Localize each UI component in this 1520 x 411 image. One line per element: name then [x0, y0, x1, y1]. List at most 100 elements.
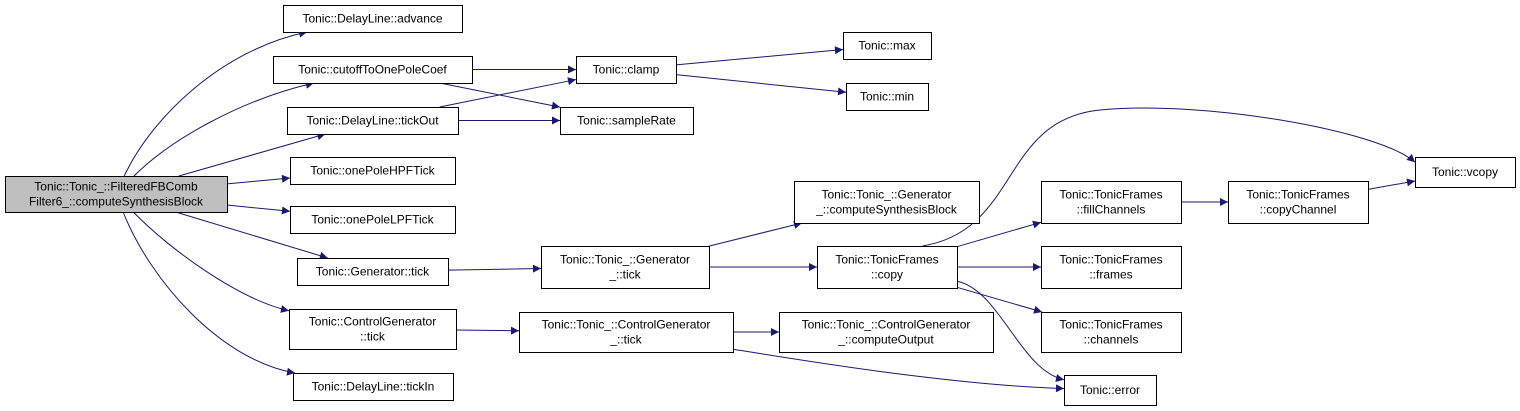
node-label: _::tick	[609, 333, 642, 347]
node-box	[1041, 246, 1182, 289]
node-box	[273, 56, 473, 84]
node-label: Tonic::ControlGenerator	[309, 315, 436, 329]
edge-tf_copy-to-error	[956, 280, 1065, 382]
node-root[interactable]: Tonic::Tonic_::FilteredFBCombFilter6_::c…	[5, 176, 228, 213]
node-tf_fill[interactable]: Tonic::TonicFrames::fillChannels	[1041, 181, 1182, 224]
node-cutoff[interactable]: Tonic::cutoffToOnePoleCoef	[273, 56, 473, 84]
node-label: Tonic::error	[1080, 383, 1140, 397]
node-box	[1415, 157, 1516, 188]
node-label: Tonic::min	[860, 90, 914, 104]
edge-clamp-to-min	[675, 74, 847, 96]
node-label: Tonic::onePoleHPFTick	[310, 164, 435, 178]
node-box	[289, 309, 457, 350]
node-label: ::copyChannel	[1260, 203, 1337, 217]
edge-root-to-dl_advance	[123, 29, 308, 177]
edge-gen_tick-to-gen__tick	[447, 264, 542, 273]
node-label: Tonic::onePoleLPFTick	[311, 213, 434, 227]
edge-cg_tick-to-cg__tick	[455, 326, 520, 335]
node-box	[5, 176, 228, 213]
edge-clamp-to-max	[675, 46, 844, 66]
node-box	[779, 312, 994, 353]
node-samplerate[interactable]: Tonic::sampleRate	[560, 107, 694, 135]
node-label: Tonic::Tonic_::Generator	[821, 188, 951, 202]
node-box	[290, 206, 456, 234]
edge-root-to-hpf	[226, 174, 291, 185]
node-box	[794, 181, 980, 224]
node-label: _::computeOutput	[837, 333, 934, 347]
node-label: _::tick	[608, 268, 641, 282]
edge-root-to-dl_tickout	[178, 132, 326, 177]
node-hpf[interactable]: Tonic::onePoleHPFTick	[290, 157, 456, 185]
node-box	[817, 246, 958, 289]
node-label: Tonic::Tonic_::FilteredFBComb	[34, 180, 198, 194]
node-label: ::tick	[360, 330, 386, 344]
edge-tf_copy-to-tf_channels	[956, 286, 1043, 314]
node-label: Tonic::TonicFrames	[1059, 253, 1162, 267]
node-label: Tonic::DelayLine::advance	[302, 12, 442, 26]
node-tf_frames[interactable]: Tonic::TonicFrames::frames	[1041, 246, 1182, 289]
node-label: ::channels	[1084, 333, 1139, 347]
node-gen__tick[interactable]: Tonic::Tonic_::Generator_::tick	[541, 246, 710, 289]
nodes-layer: Tonic::Tonic_::FilteredFBCombFilter6_::c…	[5, 5, 1516, 406]
node-label: Filter6_::computeSynthesisBlock	[29, 195, 204, 209]
node-lpf[interactable]: Tonic::onePoleLPFTick	[290, 206, 456, 234]
node-label: _::computeSynthesisBlock	[815, 203, 958, 217]
node-box	[297, 258, 449, 286]
node-tf_copy[interactable]: Tonic::TonicFrames::copy	[817, 246, 958, 289]
node-box	[293, 373, 454, 401]
node-dl_tickout[interactable]: Tonic::DelayLine::tickOut	[287, 107, 459, 135]
node-label: Tonic::max	[858, 39, 915, 53]
edge-gen__tick-to-gen_csb	[708, 221, 803, 247]
edge-root-to-dl_tickin	[122, 211, 296, 376]
node-box	[1041, 181, 1182, 224]
edge-root-to-cg_tick	[132, 211, 290, 313]
edge-root-to-gen_tick	[175, 211, 328, 260]
node-label: Tonic::Tonic_::Generator	[560, 253, 690, 267]
node-label: ::frames	[1089, 268, 1132, 282]
node-box	[287, 107, 459, 135]
node-dl_tickin[interactable]: Tonic::DelayLine::tickIn	[293, 373, 454, 401]
edge-cg__tick-to-error	[732, 348, 1065, 393]
node-label: Tonic::vcopy	[1432, 165, 1498, 179]
node-box	[1228, 181, 1369, 224]
node-max[interactable]: Tonic::max	[843, 32, 932, 60]
node-dl_advance[interactable]: Tonic::DelayLine::advance	[283, 5, 463, 33]
node-label: ::copy	[871, 268, 903, 282]
node-box	[1041, 312, 1182, 353]
edge-tf_copy-to-vcopy	[922, 107, 1416, 247]
node-box	[843, 32, 932, 60]
node-box	[846, 83, 929, 111]
node-gen_csb[interactable]: Tonic::Tonic_::Generator_::computeSynthe…	[794, 181, 980, 224]
node-label: Tonic::DelayLine::tickIn	[312, 380, 435, 394]
node-label: Tonic::DelayLine::tickOut	[306, 114, 439, 128]
edge-dl_tickout-to-clamp	[439, 77, 577, 108]
node-label: Tonic::Tonic_::ControlGenerator	[802, 318, 971, 332]
node-tf_copych[interactable]: Tonic::TonicFrames::copyChannel	[1228, 181, 1369, 224]
node-box	[576, 56, 677, 84]
edge-root-to-lpf	[226, 204, 291, 215]
node-label: Tonic::TonicFrames	[1246, 188, 1349, 202]
node-label: Tonic::TonicFrames	[835, 253, 938, 267]
edges-layer	[122, 29, 1416, 393]
node-label: Tonic::cutoffToOnePoleCoef	[298, 63, 447, 77]
node-cg_output[interactable]: Tonic::Tonic_::ControlGenerator_::comput…	[779, 312, 994, 353]
node-clamp[interactable]: Tonic::clamp	[576, 56, 677, 84]
node-label: Tonic::TonicFrames	[1059, 318, 1162, 332]
node-cg__tick[interactable]: Tonic::Tonic_::ControlGenerator_::tick	[519, 312, 734, 353]
node-box	[541, 246, 710, 289]
node-cg_tick[interactable]: Tonic::ControlGenerator::tick	[289, 309, 457, 350]
node-tf_channels[interactable]: Tonic::TonicFrames::channels	[1041, 312, 1182, 353]
node-label: Tonic::Generator::tick	[316, 265, 430, 279]
node-box	[560, 107, 694, 135]
edge-tf_copy-to-tf_fill	[956, 220, 1042, 248]
node-label: ::fillChannels	[1077, 203, 1146, 217]
node-box	[519, 312, 734, 353]
node-min[interactable]: Tonic::min	[846, 83, 929, 111]
edge-root-to-cutoff	[133, 80, 314, 177]
node-vcopy[interactable]: Tonic::vcopy	[1415, 157, 1516, 188]
node-box	[1064, 375, 1157, 406]
node-error[interactable]: Tonic::error	[1064, 375, 1157, 406]
node-gen_tick[interactable]: Tonic::Generator::tick	[297, 258, 449, 286]
node-label: Tonic::Tonic_::ControlGenerator	[542, 318, 711, 332]
